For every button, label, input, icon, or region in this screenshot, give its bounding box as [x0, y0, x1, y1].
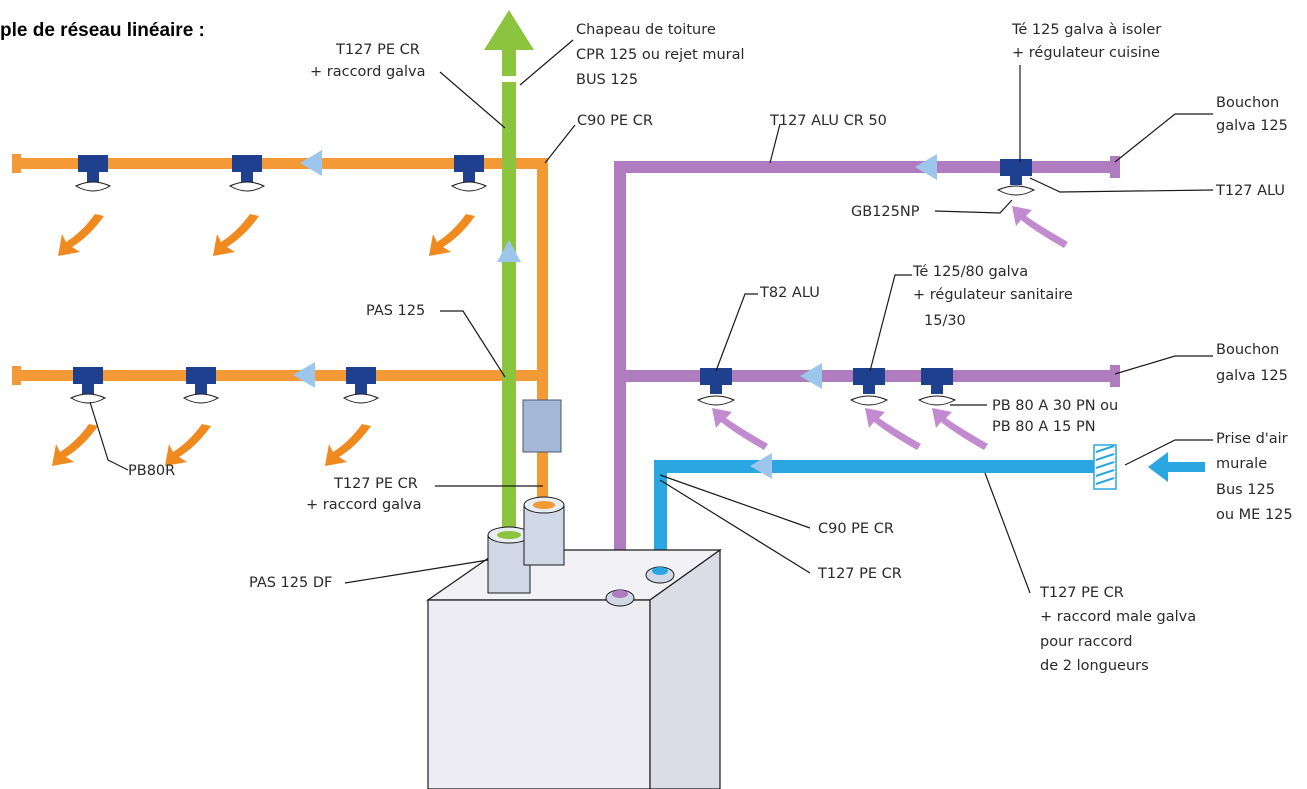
green-exhaust-duct: [484, 10, 534, 540]
air-out-arrow-icon: [213, 214, 259, 256]
supply-terminal: [182, 367, 220, 404]
flow-arrow-left-icon: [750, 453, 772, 479]
orange-duct-lower-cap: [12, 366, 21, 385]
label-te125-80-1: Té 125/80 galva: [912, 264, 1028, 280]
flow-arrow-up-icon: [497, 240, 521, 262]
label-pb80-1: PB 80 A 30 PN ou: [992, 398, 1118, 414]
blue-fresh-air-duct: [654, 444, 1205, 575]
label-c90-top: C90 PE CR: [577, 113, 653, 129]
label-prise-3: Bus 125: [1216, 482, 1275, 498]
purple-duct-riser: [614, 161, 626, 591]
label-pb80-2: PB 80 A 15 PN: [992, 419, 1096, 435]
air-out-arrow-icon: [325, 424, 371, 466]
air-in-arrow-icon: [712, 408, 768, 450]
supply-terminal: [69, 367, 107, 404]
unit-collar-small: [645, 566, 675, 584]
flow-arrow-left-icon: [800, 363, 822, 389]
label-pas125: PAS 125: [366, 303, 425, 319]
label-t127-bottom-1: T127 PE CR: [1039, 585, 1124, 601]
green-duct-top: [502, 48, 516, 76]
label-t127-top-2: + raccord galva: [310, 64, 426, 80]
green-duct-body: [502, 82, 516, 540]
purple-duct-upper: [614, 161, 1114, 173]
label-t127alu: T127 ALU: [1215, 183, 1285, 199]
purple-extract-network: [614, 156, 1120, 591]
flow-arrow-left-icon: [300, 150, 322, 176]
label-prise-2: murale: [1216, 456, 1267, 472]
purple-duct-upper-cap: [1110, 156, 1120, 178]
flow-arrow-left-icon: [293, 362, 315, 388]
label-t127-top-1: T127 PE CR: [335, 42, 420, 58]
label-te125-80-3: 15/30: [924, 313, 966, 329]
purple-air-in-arrows: [712, 206, 1068, 450]
ventilation-unit: [426, 496, 722, 789]
label-pb80r: PB80R: [128, 463, 175, 479]
wall-air-inlet-grille-icon: [1093, 444, 1117, 490]
label-t127-bottom-3: pour raccord: [1040, 634, 1132, 650]
extract-terminal: [917, 368, 957, 406]
label-pas125df: PAS 125 DF: [249, 575, 332, 591]
label-roof-cap-3: BUS 125: [576, 72, 638, 88]
supply-terminal: [228, 155, 266, 192]
label-t127alu-cr50: T127 ALU CR 50: [769, 113, 887, 129]
purple-duct-lower-cap: [1110, 365, 1120, 387]
labels: Chapeau de toiture CPR 125 ou rejet mura…: [128, 22, 1293, 674]
label-te125-2: + régulateur cuisine: [1012, 45, 1160, 61]
label-prise-1: Prise d'air: [1216, 431, 1288, 447]
air-out-arrow-icon: [58, 214, 104, 256]
orange-duct-upper-cap: [12, 154, 21, 173]
label-t127-low-1: T127 PE CR: [333, 476, 418, 492]
orange-supply-network: [12, 154, 548, 513]
silencer-pas125: [522, 399, 562, 453]
air-out-arrow-icon: [429, 214, 475, 256]
unit-collar-large: [523, 496, 565, 566]
label-t127-low-2: + raccord galva: [306, 497, 422, 513]
label-t127-bottom-4: de 2 longueurs: [1040, 658, 1149, 674]
label-gb125np: GB125NP: [851, 204, 920, 220]
label-c90-blue: C90 PE CR: [818, 521, 894, 537]
label-roof-cap-1: Chapeau de toiture: [576, 22, 716, 38]
air-in-arrow-icon: [865, 408, 921, 450]
label-bouchon2-2: galva 125: [1216, 368, 1288, 384]
diagram-title: ple de réseau linéaire :: [0, 20, 205, 41]
orange-duct-riser: [537, 158, 548, 513]
supply-terminal: [450, 155, 488, 192]
label-bouchon2-1: Bouchon: [1216, 342, 1279, 358]
orange-duct-upper: [14, 158, 548, 169]
green-outlet-arrow-icon: [484, 10, 534, 50]
kitchen-extract-terminal: [996, 159, 1036, 196]
label-t127-blue: T127 PE CR: [817, 566, 902, 582]
label-bouchon1-2: galva 125: [1216, 118, 1288, 134]
extract-terminal: [849, 368, 889, 406]
air-out-arrow-icon: [165, 424, 211, 466]
incoming-air-arrow-icon: [1148, 452, 1205, 482]
label-roof-cap-2: CPR 125 ou rejet mural: [576, 47, 745, 63]
flow-direction-arrows: [293, 150, 937, 479]
label-te125-80-2: + régulateur sanitaire: [913, 287, 1073, 303]
blue-duct-riser: [654, 460, 667, 575]
air-out-arrow-icon: [52, 424, 98, 466]
leader-lines: [89, 39, 1214, 594]
label-bouchon1-1: Bouchon: [1216, 95, 1279, 111]
purple-extract-terminals: [696, 159, 1036, 406]
air-in-arrow-icon: [932, 408, 988, 450]
label-te125-1: Té 125 galva à isoler: [1011, 22, 1161, 38]
extract-terminal: [696, 368, 736, 406]
unit-collar-large: [487, 526, 531, 594]
supply-terminal: [342, 367, 380, 404]
air-in-arrow-icon: [1012, 206, 1068, 248]
orange-duct-lower: [14, 370, 548, 381]
orange-supply-terminals: [69, 155, 488, 404]
label-prise-4: ou ME 125: [1216, 507, 1293, 523]
unit-collar-small: [605, 589, 635, 607]
label-t82alu: T82 ALU: [759, 285, 820, 301]
supply-terminal: [74, 155, 112, 192]
blue-duct-horizontal: [654, 460, 1094, 473]
orange-air-out-arrows: [52, 214, 475, 466]
label-t127-bottom-2: + raccord male galva: [1040, 609, 1196, 625]
flow-arrow-left-icon: [915, 154, 937, 180]
